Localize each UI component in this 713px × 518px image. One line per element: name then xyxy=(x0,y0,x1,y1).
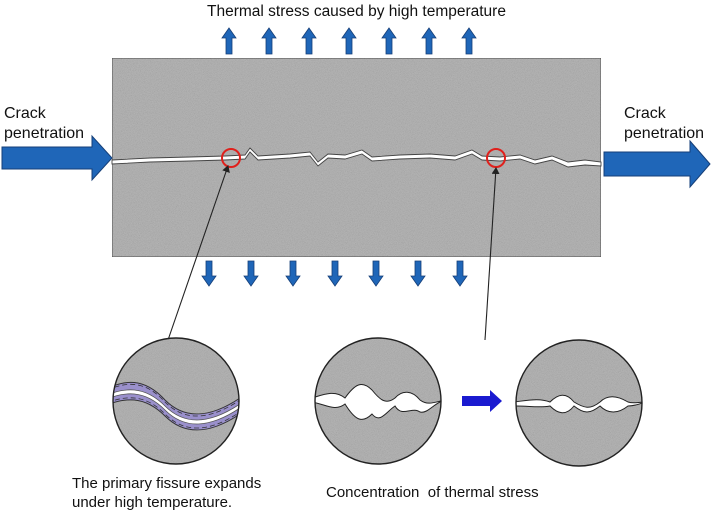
stress-arrow-up-icon xyxy=(301,27,317,55)
crack-penetration-arrow-right-icon xyxy=(603,139,711,189)
leader-line-right xyxy=(484,167,500,341)
crack-penetration-arrow-left-icon xyxy=(1,134,113,182)
stress-arrow-up-icon xyxy=(381,27,397,55)
diagram-title: Thermal stress caused by high temperatur… xyxy=(207,3,506,20)
stress-arrow-down-icon xyxy=(327,260,343,287)
caption-primary-fissure: The primary fissure expands under high t… xyxy=(72,475,262,511)
stress-arrow-up-icon xyxy=(421,27,437,55)
marker-circle-right xyxy=(486,148,506,168)
main-crack xyxy=(111,147,602,168)
zoom-circle-stress-before xyxy=(314,337,442,465)
stress-arrow-down-icon xyxy=(410,260,426,287)
stress-arrows-up xyxy=(221,27,477,55)
stress-arrow-down-icon xyxy=(368,260,384,287)
stress-arrow-up-icon xyxy=(261,27,277,55)
stress-arrow-down-icon xyxy=(285,260,301,287)
zoom-circle-stress-after xyxy=(515,339,643,467)
stress-arrow-up-icon xyxy=(221,27,237,55)
stress-arrow-up-icon xyxy=(341,27,357,55)
stress-arrow-down-icon xyxy=(243,260,259,287)
leader-line-left xyxy=(167,165,230,341)
caption-stress-concentration: Concentration of thermal stress xyxy=(326,484,539,501)
marker-circle-left xyxy=(221,148,241,168)
zoom-circle-primary-fissure xyxy=(112,337,240,465)
transition-arrow-icon xyxy=(462,390,502,412)
right-arrow-label: Crack penetration xyxy=(624,105,705,142)
left-arrow-label: Crack penetration xyxy=(4,105,85,142)
stress-arrows-down xyxy=(201,260,468,287)
stress-arrow-down-icon xyxy=(201,260,217,287)
stress-arrow-up-icon xyxy=(461,27,477,55)
stress-arrow-down-icon xyxy=(452,260,468,287)
